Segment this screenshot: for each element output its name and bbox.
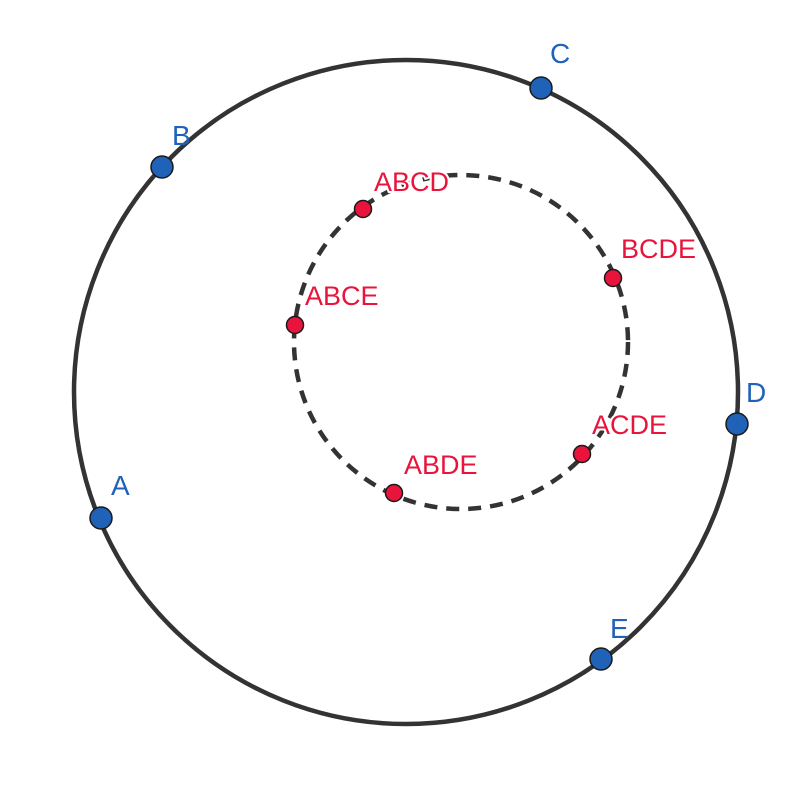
outer-point-c[interactable]: [529, 76, 553, 100]
inner-dashed-circle: [291, 172, 631, 512]
outer-label-a: A: [111, 470, 130, 501]
outer-label-b: B: [172, 120, 191, 151]
inner-label-acde: ACDE: [592, 410, 667, 440]
outer-point-a[interactable]: [89, 506, 113, 530]
outer-label-e: E: [610, 613, 629, 644]
outer-circle: [71, 57, 741, 727]
inner-point-abde[interactable]: [384, 483, 404, 503]
inner-point-acde[interactable]: [572, 444, 592, 464]
outer-label-d: D: [746, 377, 766, 408]
outer-point-b[interactable]: [150, 155, 174, 179]
inner-label-bcde: BCDE: [621, 234, 696, 264]
outer-point-d[interactable]: [725, 412, 749, 436]
outer-point-e[interactable]: [589, 647, 613, 671]
inner-label-abcd: ABCD: [374, 167, 449, 197]
outer-point-group: A B C D E: [89, 38, 766, 671]
inner-label-abce: ABCE: [305, 281, 379, 311]
inner-point-abce[interactable]: [285, 315, 305, 335]
inner-point-abcd[interactable]: [353, 199, 373, 219]
inner-point-bcde[interactable]: [603, 268, 623, 288]
inner-label-abde: ABDE: [404, 450, 478, 480]
inner-point-group: ABCD BCDE ABCE ACDE ABDE: [285, 165, 698, 503]
outer-label-c: C: [550, 38, 570, 69]
